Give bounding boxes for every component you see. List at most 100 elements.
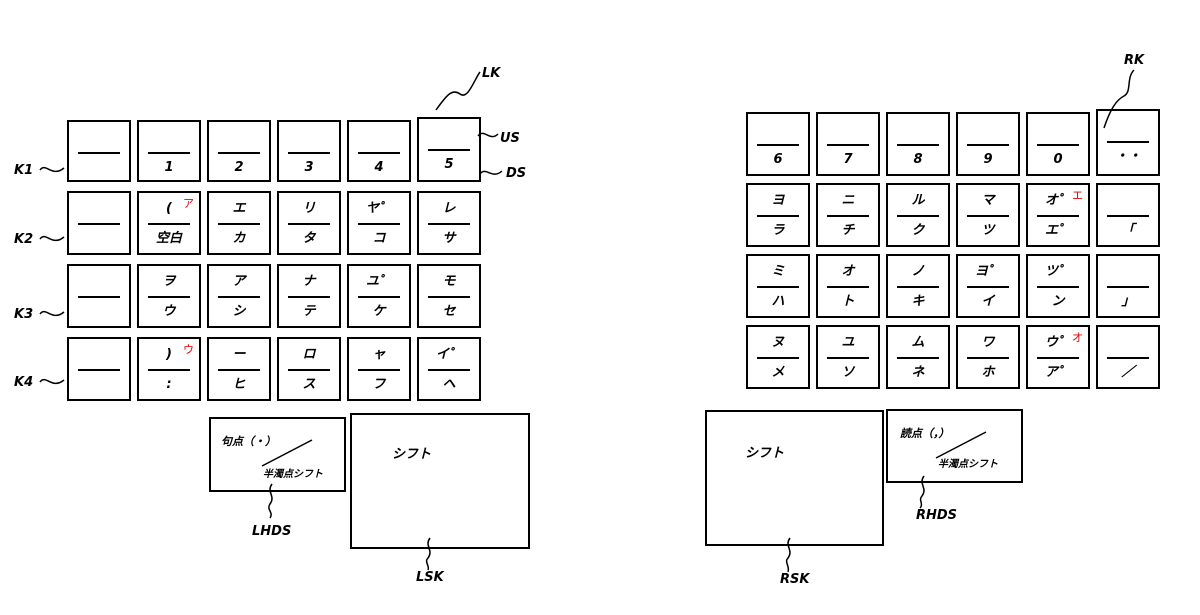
- key-divider: [358, 223, 400, 225]
- key-divider: [967, 215, 1009, 217]
- key-lower-label: カ: [232, 231, 246, 246]
- right-key-r4-c6[interactable]: ／: [1096, 325, 1160, 389]
- key-upper-shift-label: [279, 128, 339, 148]
- left-key-r4-c6[interactable]: イ゜ヘ: [417, 337, 481, 401]
- key-upper-shift-label: ヨ: [771, 193, 785, 208]
- right-key-r3-c5[interactable]: ツ゜ン: [1026, 254, 1090, 318]
- key-red-annotation: ア: [183, 197, 194, 210]
- key-divider: [78, 223, 120, 225]
- key-divider: [218, 152, 260, 154]
- left-key-r4-c4[interactable]: ロス: [277, 337, 341, 401]
- right-key-r3-c4[interactable]: ヨ゜イ: [956, 254, 1020, 318]
- left-key-r4-c1[interactable]: [67, 337, 131, 401]
- key-upper-shift-label: [69, 128, 129, 148]
- right-key-r3-c3[interactable]: ノキ: [886, 254, 950, 318]
- right-key-r4-c5[interactable]: ウ゜ア゜オ: [1026, 325, 1090, 389]
- left-key-r3-c2[interactable]: ヲウ: [137, 264, 201, 328]
- left-key-r1-c5[interactable]: 4: [347, 120, 411, 182]
- key-lower-label: 1: [164, 160, 174, 175]
- key-upper-shift-label: [1098, 191, 1158, 211]
- right-key-r2-c1[interactable]: ヨラ: [746, 183, 810, 247]
- left-key-r2-c5[interactable]: ヤ゜コ: [347, 191, 411, 255]
- key-lower-label: ケ: [372, 304, 386, 319]
- key-divider: [827, 144, 869, 146]
- right-key-r1-c5[interactable]: 0: [1026, 112, 1090, 176]
- left-key-r1-c6[interactable]: 5: [417, 117, 481, 182]
- key-lower-label: ク: [911, 223, 925, 238]
- key-divider: [967, 144, 1009, 146]
- key-divider: [827, 215, 869, 217]
- key-lower-label: ツ: [981, 223, 995, 238]
- ref-label-rhds: RHDS: [916, 508, 958, 523]
- right-key-r2-c4[interactable]: マツ: [956, 183, 1020, 247]
- left-key-r4-c5[interactable]: ャフ: [347, 337, 411, 401]
- key-upper-shift-label: ー: [232, 347, 246, 362]
- left-shift-key[interactable]: シフト: [350, 413, 530, 549]
- right-key-r1-c1[interactable]: 6: [746, 112, 810, 176]
- key-lower-label: 」: [1121, 294, 1135, 309]
- right-key-r1-c2[interactable]: 7: [816, 112, 880, 176]
- key-divider: [1107, 286, 1149, 288]
- left-key-r1-c2[interactable]: 1: [137, 120, 201, 182]
- right-half-dakuten-shift-key[interactable]: 読点（，） 半濁点シフト: [886, 409, 1023, 483]
- left-key-r3-c1[interactable]: [67, 264, 131, 328]
- left-key-r1-c4[interactable]: 3: [277, 120, 341, 182]
- key-upper-shift-label: ル: [911, 193, 925, 208]
- right-key-r3-c6[interactable]: 」: [1096, 254, 1160, 318]
- ref-label-rk: RK: [1124, 53, 1145, 68]
- key-red-annotation: エ: [1072, 189, 1083, 202]
- left-key-r2-c6[interactable]: レサ: [417, 191, 481, 255]
- right-shift-key[interactable]: シフト: [705, 410, 884, 546]
- key-upper-shift-label: ミ: [771, 264, 785, 279]
- ref-label-k1: K1: [14, 163, 34, 178]
- key-upper-shift-label: [69, 272, 129, 292]
- left-key-r2-c3[interactable]: エカ: [207, 191, 271, 255]
- key-upper-shift-label: レ: [442, 201, 456, 216]
- left-key-r2-c2[interactable]: (空白ア: [137, 191, 201, 255]
- key-divider: [757, 357, 799, 359]
- right-key-r3-c2[interactable]: オト: [816, 254, 880, 318]
- right-key-r4-c1[interactable]: ヌメ: [746, 325, 810, 389]
- right-key-r2-c2[interactable]: ニチ: [816, 183, 880, 247]
- right-key-r4-c2[interactable]: ユソ: [816, 325, 880, 389]
- key-upper-shift-label: [1098, 333, 1158, 353]
- key-upper-shift-label: [748, 120, 808, 140]
- key-upper-shift-label: [69, 199, 129, 219]
- left-key-r2-c1[interactable]: [67, 191, 131, 255]
- left-key-r3-c4[interactable]: ナテ: [277, 264, 341, 328]
- right-key-r2-c6[interactable]: 「: [1096, 183, 1160, 247]
- left-key-r3-c3[interactable]: アシ: [207, 264, 271, 328]
- left-key-r4-c3[interactable]: ーヒ: [207, 337, 271, 401]
- key-lower-label: ウ: [162, 304, 176, 319]
- left-key-r1-c3[interactable]: 2: [207, 120, 271, 182]
- key-upper-shift-label: [139, 128, 199, 148]
- left-key-r3-c6[interactable]: モセ: [417, 264, 481, 328]
- right-key-r2-c5[interactable]: オ゜エ゜エ: [1026, 183, 1090, 247]
- key-divider: [1037, 144, 1079, 146]
- key-lower-label: 7: [843, 152, 853, 167]
- key-divider: [757, 286, 799, 288]
- key-lower-label: 空白: [155, 231, 182, 246]
- left-key-r3-c5[interactable]: ユ゜ケ: [347, 264, 411, 328]
- key-divider: [1037, 357, 1079, 359]
- key-upper-shift-label: ヌ: [771, 335, 785, 350]
- key-divider: [827, 286, 869, 288]
- k4-leader: [39, 378, 65, 385]
- right-key-r4-c4[interactable]: ワホ: [956, 325, 1020, 389]
- right-key-r1-c4[interactable]: 9: [956, 112, 1020, 176]
- right-key-r2-c3[interactable]: ルク: [886, 183, 950, 247]
- right-key-r1-c6[interactable]: ・・: [1096, 109, 1160, 176]
- key-lower-label: ハ: [771, 294, 785, 309]
- left-key-r1-c1[interactable]: [67, 120, 131, 182]
- key-divider: [897, 215, 939, 217]
- key-divider: [757, 144, 799, 146]
- right-key-r3-c1[interactable]: ミハ: [746, 254, 810, 318]
- right-key-r4-c3[interactable]: ムネ: [886, 325, 950, 389]
- key-lower-label: 5: [444, 157, 454, 172]
- right-key-r1-c3[interactable]: 8: [886, 112, 950, 176]
- left-key-r2-c4[interactable]: リタ: [277, 191, 341, 255]
- left-half-dakuten-shift-key[interactable]: 句点（・） 半濁点シフト: [209, 417, 346, 492]
- key-divider: [218, 223, 260, 225]
- key-divider: [148, 369, 190, 371]
- left-key-r4-c2[interactable]: ):ウ: [137, 337, 201, 401]
